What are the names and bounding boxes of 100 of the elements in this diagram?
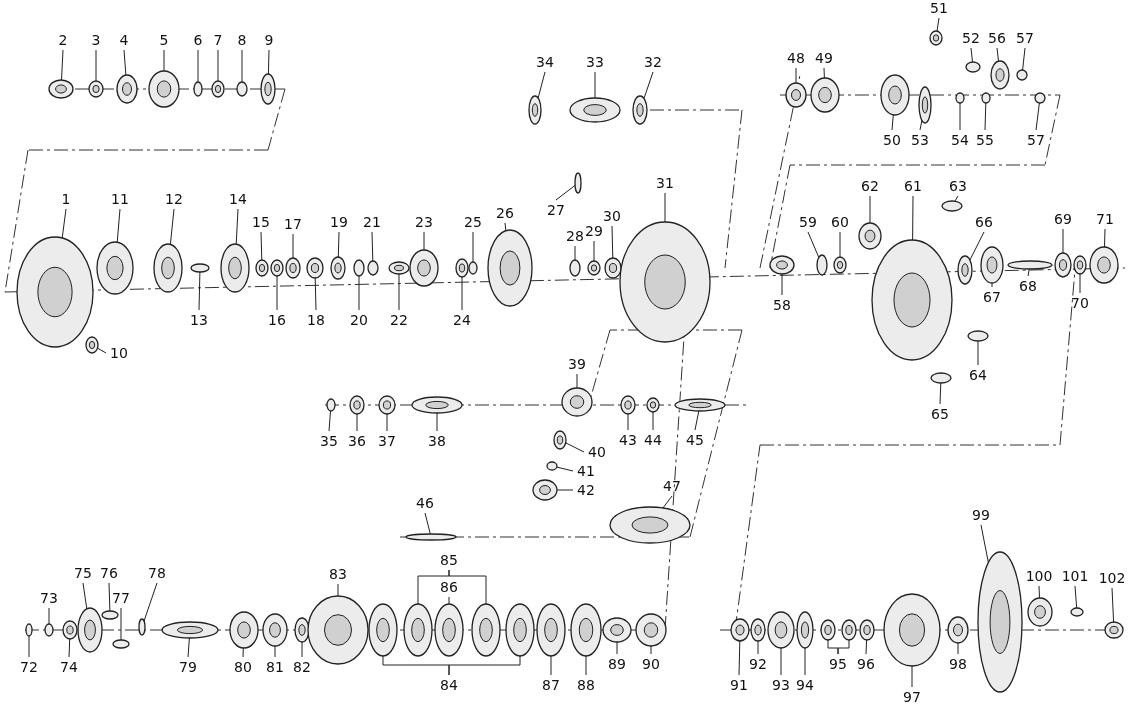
- callout-number: 77: [112, 590, 130, 606]
- part-drawing: [930, 372, 952, 384]
- leader-line: [61, 49, 64, 81]
- part-drawing: [403, 603, 433, 657]
- leader-line: [448, 655, 521, 676]
- part-drawing: [957, 255, 973, 285]
- leader-line: [593, 240, 595, 262]
- part-drawing: [981, 92, 991, 104]
- callout-number: 73: [40, 590, 58, 606]
- callout-number: 72: [20, 659, 38, 675]
- part-drawing: [16, 236, 94, 348]
- part-drawing: [833, 256, 847, 274]
- part-drawing: [294, 617, 310, 643]
- leader-line: [891, 114, 894, 131]
- callout-number: 93: [772, 677, 790, 693]
- leader-line: [116, 208, 121, 243]
- callout-number: 55: [976, 132, 994, 148]
- leader-line: [795, 67, 797, 84]
- part-drawing: [767, 611, 795, 649]
- leader-line: [839, 231, 841, 258]
- leader-line: [738, 640, 741, 676]
- callout-number: 15: [252, 214, 270, 230]
- part-drawing: [1104, 621, 1124, 639]
- callout-number: 80: [234, 659, 252, 675]
- part-drawing: [820, 619, 836, 641]
- leader-line: [823, 67, 825, 79]
- leader-line: [1035, 102, 1040, 131]
- leader-line: [358, 275, 360, 311]
- callout-number: 62: [861, 178, 879, 194]
- leader-line: [550, 655, 552, 676]
- callout-number: 79: [179, 659, 197, 675]
- leader-line: [472, 231, 474, 263]
- part-drawing: [25, 623, 33, 637]
- leader-line: [314, 277, 317, 311]
- callout-number: 19: [330, 214, 348, 230]
- callout-number: 78: [148, 565, 166, 581]
- part-drawing: [455, 258, 469, 278]
- callout-number: 26: [496, 205, 514, 221]
- part-drawing: [569, 259, 581, 277]
- callout-number: 49: [815, 50, 833, 66]
- callout-number: 30: [603, 208, 621, 224]
- part-drawing: [632, 95, 648, 125]
- callout-number: 8: [237, 32, 247, 48]
- part-drawing: [532, 479, 558, 501]
- leader-line: [869, 195, 871, 224]
- leader-line: [328, 410, 331, 432]
- part-drawing: [411, 396, 463, 414]
- part-drawing: [796, 611, 814, 649]
- leader-line: [163, 49, 165, 72]
- leader-line: [436, 412, 438, 432]
- callout-number: 22: [390, 312, 408, 328]
- callout-number: 96: [857, 656, 875, 672]
- leader-line: [197, 49, 199, 83]
- leader-line: [97, 347, 107, 354]
- leader-line: [120, 607, 122, 641]
- callout-number: 47: [663, 478, 681, 494]
- part-drawing: [48, 79, 74, 99]
- leader-line: [260, 231, 263, 261]
- callout-number: 46: [416, 495, 434, 511]
- callout-number: 32: [644, 54, 662, 70]
- leader-line: [954, 195, 959, 202]
- leader-line: [996, 47, 999, 62]
- callout-number: 94: [796, 677, 814, 693]
- callout-number: 60: [831, 214, 849, 230]
- part-drawing: [505, 603, 535, 657]
- callout-number: 14: [229, 191, 247, 207]
- leader-line: [865, 639, 868, 655]
- part-drawing: [44, 623, 54, 637]
- part-drawing: [138, 618, 146, 636]
- leader-line: [970, 47, 973, 63]
- callout-number: 40: [588, 444, 606, 460]
- part-drawing: [602, 617, 632, 643]
- callout-number: 67: [983, 289, 1001, 305]
- callout-number: 33: [586, 54, 604, 70]
- callout-number: 102: [1098, 570, 1126, 586]
- leader-line: [235, 208, 239, 245]
- callout-number: 58: [773, 297, 791, 313]
- callout-number: 91: [730, 677, 748, 693]
- part-drawing: [785, 82, 807, 108]
- callout-number: 53: [911, 132, 929, 148]
- part-drawing: [947, 616, 969, 644]
- leader-line: [386, 413, 388, 432]
- callout-number: 18: [307, 312, 325, 328]
- callout-number: 54: [951, 132, 969, 148]
- leader-line: [574, 245, 576, 261]
- part-drawing: [587, 260, 601, 276]
- part-drawing: [574, 172, 582, 194]
- callout-number: 92: [749, 656, 767, 672]
- leader-line: [537, 71, 546, 99]
- part-drawing: [609, 506, 691, 544]
- leader-line: [301, 641, 303, 658]
- callout-number: 85: [440, 552, 458, 568]
- part-drawing: [918, 86, 932, 124]
- callout-number: 100: [1025, 568, 1053, 584]
- leader-line: [1079, 273, 1081, 294]
- part-drawing: [1034, 92, 1046, 104]
- callout-number: 83: [329, 566, 347, 582]
- part-drawing: [536, 603, 566, 657]
- part-drawing: [570, 603, 602, 657]
- part-drawing: [858, 222, 882, 250]
